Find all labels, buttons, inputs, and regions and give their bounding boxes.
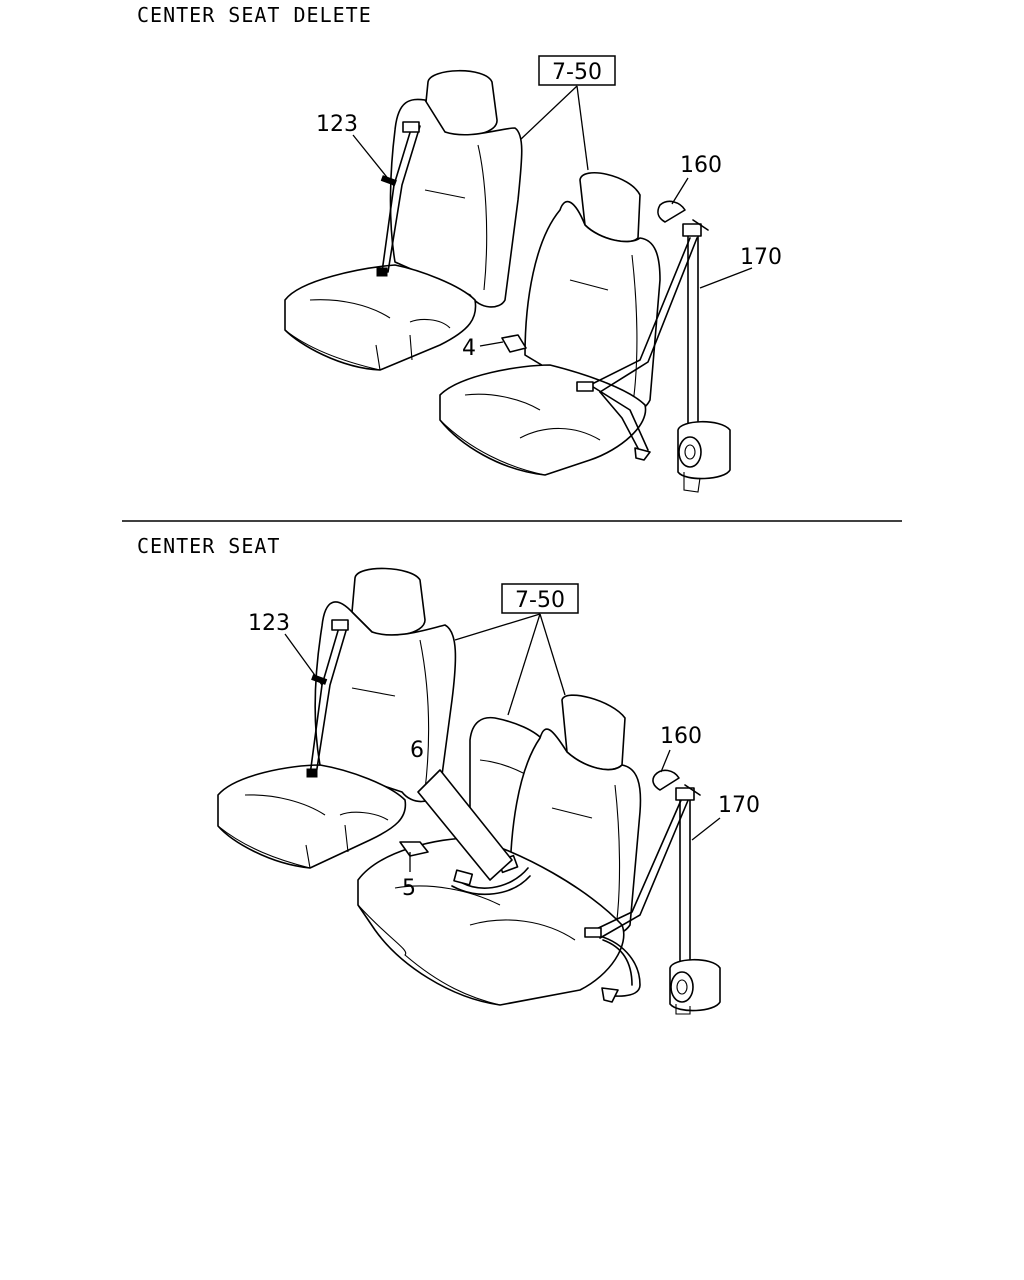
leader-line [671, 177, 689, 205]
leader-line [660, 749, 671, 773]
leader-line [519, 85, 578, 141]
section-title-center: CENTER SEAT [137, 534, 280, 558]
leader-line [539, 613, 566, 696]
leader-line [479, 341, 504, 347]
ref-box-delete[interactable]: 7-50 [538, 55, 616, 86]
leader-line [576, 85, 589, 171]
ref-box-label: 7-50 [552, 60, 602, 85]
leader-line [284, 633, 323, 686]
retractor-belt-delete[interactable] [677, 219, 731, 493]
ref-box-label: 7-50 [515, 588, 565, 613]
retractor-belt-center[interactable] [669, 784, 721, 1015]
callout-123: 123 [316, 112, 358, 137]
ref-box-center[interactable]: 7-50 [501, 583, 579, 614]
section-center-seat: CENTER SEAT 7-50 [137, 534, 760, 1015]
cover-icon[interactable] [652, 769, 680, 791]
leader-line [454, 613, 541, 641]
leader-line [691, 817, 721, 841]
leader-line [699, 267, 753, 289]
callout-160: 160 [660, 724, 702, 749]
callout-170: 170 [740, 245, 782, 270]
callout-5: 5 [402, 876, 416, 901]
right-seat-delete [439, 172, 698, 476]
left-seat-delete [284, 69, 523, 371]
callout-170: 170 [718, 793, 760, 818]
callout-6-pointer [417, 769, 513, 881]
section-center-seat-delete: CENTER SEAT DELETE 7-50 [137, 3, 782, 493]
callout-6: 6 [410, 738, 424, 763]
section-title-delete: CENTER SEAT DELETE [137, 3, 372, 27]
right-seat-center [357, 694, 690, 1006]
leader-line [507, 613, 541, 716]
callout-123: 123 [248, 611, 290, 636]
left-seat-center [217, 567, 457, 869]
callout-4: 4 [462, 336, 476, 361]
leader-line [352, 134, 395, 187]
cover-icon[interactable] [657, 200, 686, 223]
callout-160: 160 [680, 153, 722, 178]
